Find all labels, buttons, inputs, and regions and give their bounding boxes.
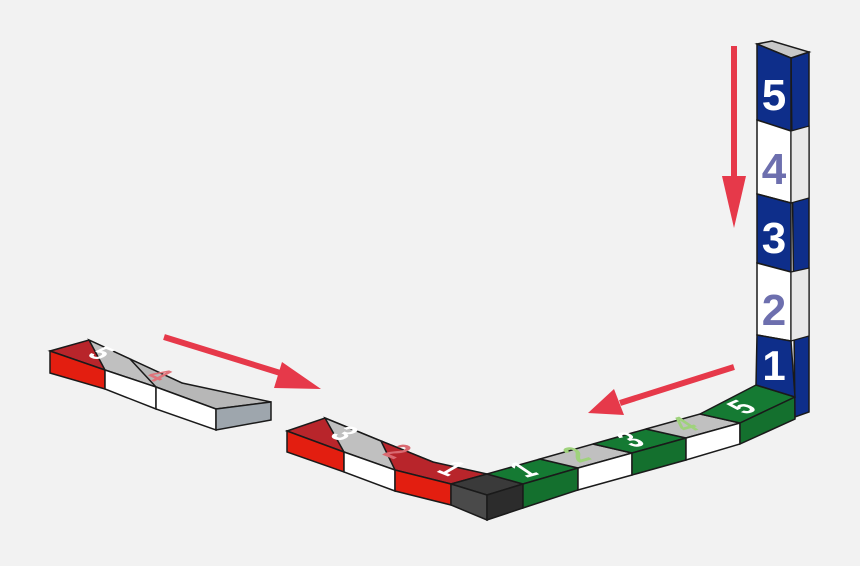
green-bottom-strip: 1 2 3 4 5 <box>484 384 798 510</box>
blue-seg-1-front <box>755 334 796 399</box>
left-partial-strip: 5 4 <box>47 338 272 432</box>
blue-label-5: 5 <box>762 71 786 120</box>
left-strip-cut-face <box>215 401 272 431</box>
red-bottom-strip: 3 2 1 <box>284 416 488 506</box>
blue-label-4: 4 <box>762 145 787 194</box>
blue-label-3: 3 <box>762 214 786 263</box>
blue-side-face <box>790 50 810 419</box>
blue-side-band-4 <box>790 125 810 204</box>
arrow-right-icon <box>163 334 321 389</box>
green-seg-5-front <box>739 395 796 446</box>
blue-label-2: 2 <box>762 286 786 335</box>
arrow-left-icon <box>588 364 735 415</box>
blue-label-1: 1 <box>762 342 785 389</box>
blue-side-band-2 <box>790 267 810 342</box>
arrow-down-icon <box>722 46 746 228</box>
blue-vertical-strip: 5 4 3 2 1 <box>754 40 812 419</box>
